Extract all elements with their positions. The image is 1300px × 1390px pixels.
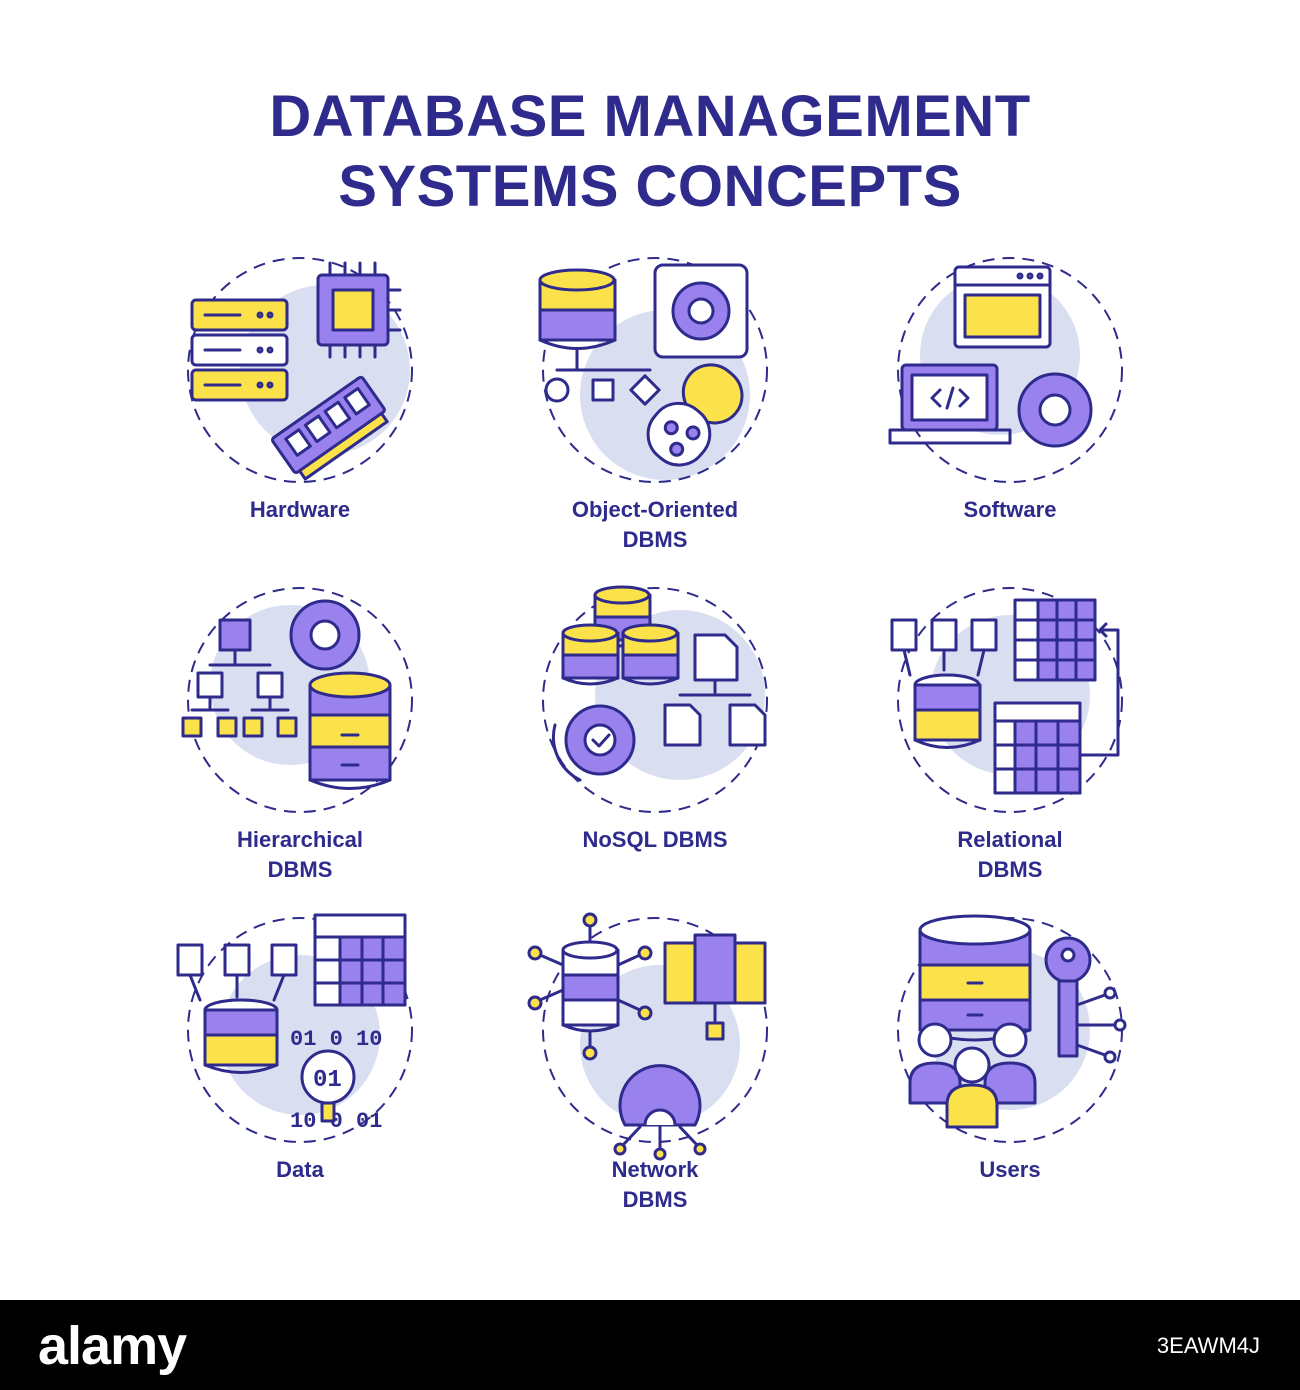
concept-label: NoSQL DBMS (582, 827, 728, 852)
concept-network-dbms: Network DBMS (505, 905, 805, 1225)
concept-label: Object-Oriented DBMS (571, 497, 739, 552)
concept-object-oriented-dbms: Object-Oriented DBMS (505, 245, 805, 565)
page-title-line-2: SYSTEMS CONCEPTS (338, 154, 962, 219)
stock-footer-bar: alamy 3EAWM4J (0, 1300, 1300, 1390)
svg-text:10 0 01: 10 0 01 (290, 1109, 382, 1134)
concept-users: Users (860, 905, 1160, 1225)
concept-label: Software (963, 497, 1057, 522)
relational-dbms-icon (890, 587, 1123, 813)
stock-image-id: 3EAWM4J (1156, 1333, 1260, 1358)
concept-label: Network DBMS (611, 1157, 699, 1212)
page-title: DATABASE MANAGEMENT SYSTEMS CONCEPTS (0, 82, 1300, 222)
concept-label: Data (276, 1157, 324, 1182)
concept-data: 01 0 10 10 0 01 01 Data (150, 905, 450, 1225)
hierarchical-dbms-icon (181, 587, 413, 813)
software-icon (888, 257, 1123, 483)
concept-hierarchical-dbms: Hierarchical DBMS (150, 575, 450, 895)
nosql-dbms-icon (542, 585, 768, 813)
network-dbms-icon (527, 912, 768, 1161)
concept-hardware: Hardware (150, 245, 450, 565)
object-oriented-dbms-icon (538, 257, 768, 483)
users-icon (897, 914, 1127, 1143)
concept-label: Users (979, 1157, 1041, 1182)
page-title-line-1: DATABASE MANAGEMENT (269, 84, 1031, 149)
hardware-icon (187, 257, 413, 483)
concept-label: Hardware (249, 497, 351, 522)
concept-software: Software (860, 245, 1160, 565)
concept-nosql-dbms: NoSQL DBMS (505, 575, 805, 895)
concept-label: Hierarchical DBMS (237, 827, 363, 882)
svg-text:01: 01 (313, 1067, 342, 1094)
data-icon: 01 0 10 10 0 01 01 (176, 913, 413, 1143)
concept-label: Relational DBMS (957, 827, 1063, 882)
brand-logo: alamy (38, 1316, 187, 1376)
concept-relational-dbms: Relational DBMS (860, 575, 1160, 895)
svg-text:01 0 10: 01 0 10 (290, 1027, 382, 1052)
